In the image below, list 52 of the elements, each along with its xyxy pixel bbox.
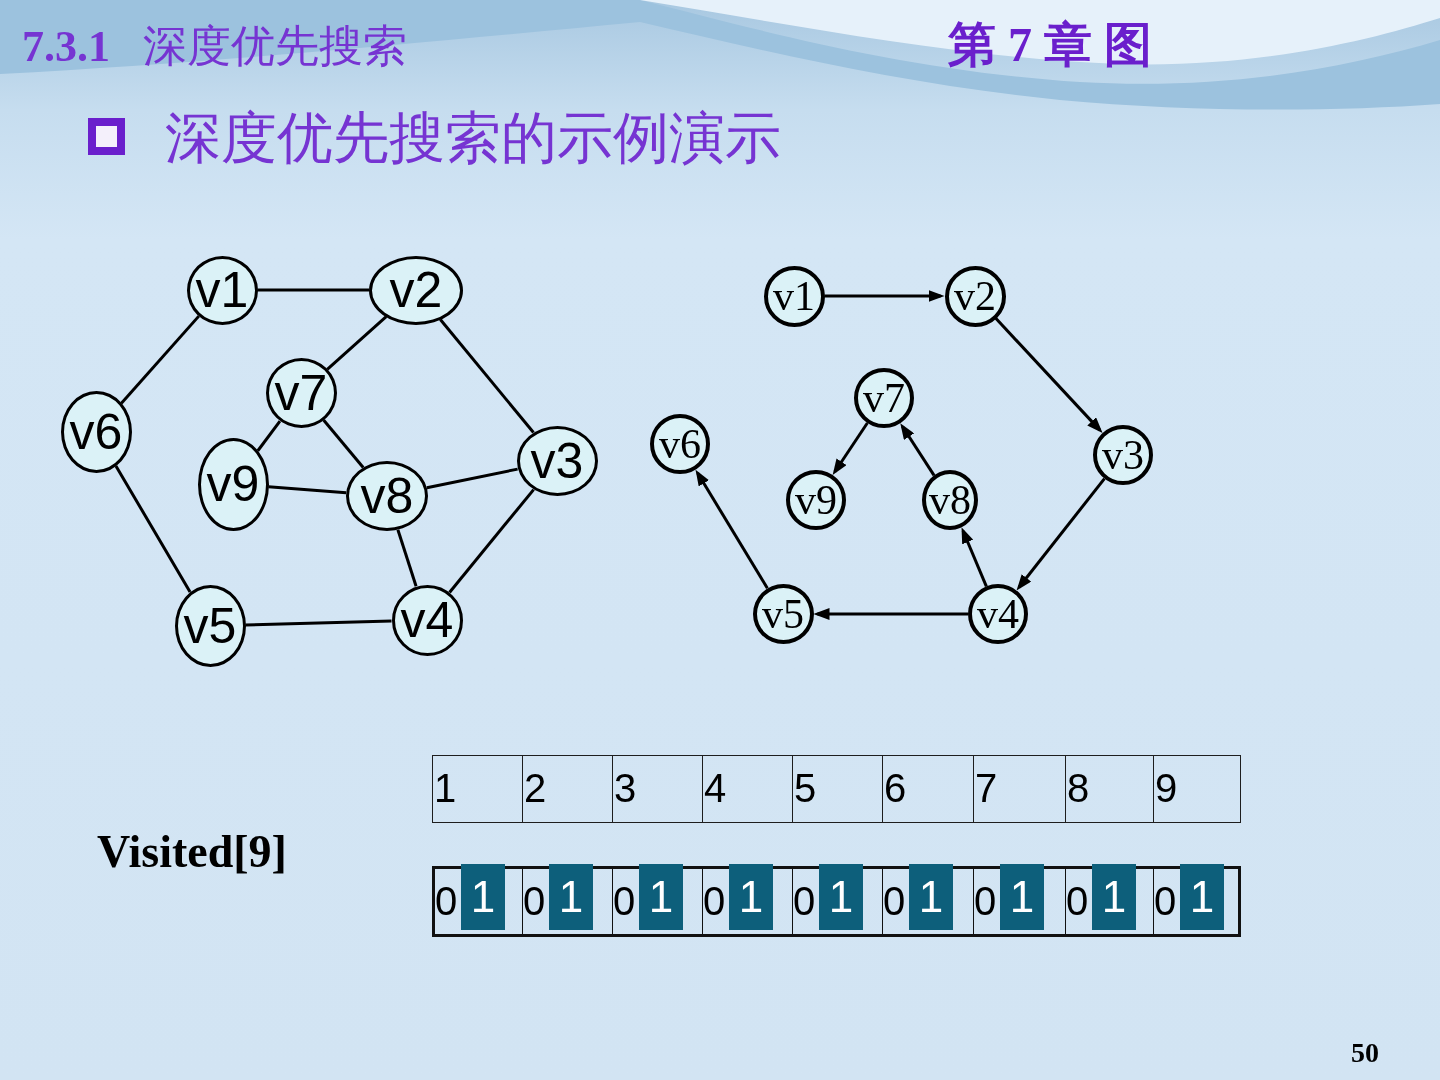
edge-line [439, 318, 535, 434]
edge-line [256, 420, 282, 452]
arrow [695, 469, 769, 589]
index-cell: 9 [1153, 755, 1241, 823]
highlight-tag: 1 [1180, 864, 1224, 930]
value-text: 0 [1154, 879, 1177, 923]
edge-line [268, 485, 347, 495]
value-text: 0 [703, 879, 726, 923]
arrow [900, 423, 936, 477]
value-text: 0 [974, 879, 997, 923]
index-cell: 3 [612, 755, 702, 823]
chapter-title: 第 7 章 图 [948, 17, 1152, 73]
highlight-tag: 1 [909, 864, 953, 930]
highlight-tag: 1 [819, 864, 863, 930]
index-cell: 7 [973, 755, 1065, 823]
arrow [1016, 477, 1106, 591]
edge-line [257, 288, 369, 292]
index-cell: 6 [882, 755, 973, 823]
value-text: 0 [883, 879, 906, 923]
edge-line [326, 315, 388, 371]
value-text: 0 [523, 879, 546, 923]
arrow [832, 422, 869, 476]
edge-line [448, 488, 535, 594]
arrow [813, 608, 968, 620]
index-cell: 1 [432, 755, 522, 823]
highlight-tag: 1 [639, 864, 683, 930]
index-cell: 4 [702, 755, 792, 823]
highlight-tag: 1 [729, 864, 773, 930]
edge-line [120, 315, 200, 405]
highlight-tag: 1 [549, 864, 593, 930]
index-cell: 2 [522, 755, 612, 823]
value-text: 0 [793, 879, 816, 923]
highlight-tag: 1 [1092, 864, 1136, 930]
value-text: 0 [435, 879, 458, 923]
index-cell: 5 [792, 755, 882, 823]
edge-line [245, 619, 392, 627]
arrow [961, 527, 988, 587]
edge-line [114, 465, 192, 593]
highlight-tag: 1 [1000, 864, 1044, 930]
highlight-tag: 1 [461, 864, 505, 930]
value-text: 0 [613, 879, 636, 923]
edge-line [396, 529, 418, 587]
arrow [824, 290, 945, 302]
array-name: Visited[9] [97, 825, 287, 879]
edge-line [426, 467, 518, 490]
index-cell: 8 [1065, 755, 1153, 823]
section-title: 7.3.1 深度优先搜索 [22, 21, 407, 73]
arrow [994, 317, 1103, 434]
page-number: 50 [1351, 1036, 1379, 1070]
value-text: 0 [1066, 879, 1089, 923]
edge-line [322, 419, 365, 469]
subtitle: 深度优先搜索的示例演示 [165, 105, 781, 171]
